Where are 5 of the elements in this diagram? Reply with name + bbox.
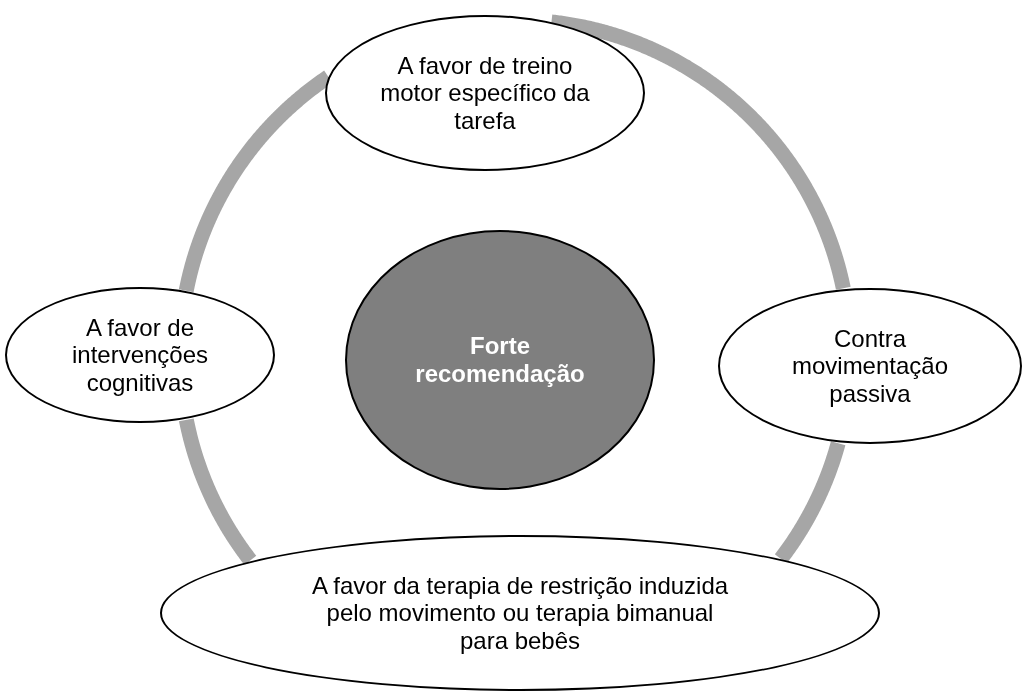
node-label: Contra movimentação passiva [790, 324, 950, 408]
node-label: Forte recomendação [414, 332, 586, 388]
node-label: A favor da terapia de restrição induzida pelo movimento ou terapia bimanual para bebês [310, 571, 730, 655]
node-label: A favor de intervenções cognitivas [70, 313, 210, 397]
node-label: A favor de treino motor específico da tarefa [379, 51, 591, 135]
